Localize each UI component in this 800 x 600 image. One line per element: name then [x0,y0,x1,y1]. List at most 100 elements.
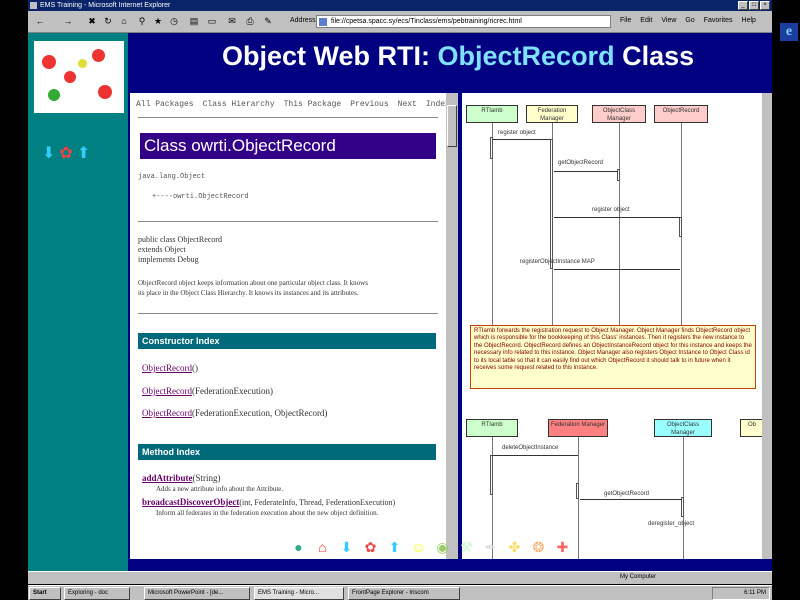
down-arrow-icon[interactable]: ⬇ [340,539,353,555]
menu-edit[interactable]: Edit [640,17,653,24]
down-arrow-icon[interactable]: ⬇ [42,145,56,162]
search-icon[interactable]: ⚲ [138,16,146,26]
forward-icon[interactable]: → [63,16,73,26]
menu-help[interactable]: Help [741,17,756,24]
medical-icon[interactable]: ✚ [556,539,569,555]
close-icon[interactable]: × [760,1,770,10]
ie-logo-icon: e [780,23,798,41]
color-wheel-icon[interactable]: ✿ [59,145,73,162]
method-link[interactable]: broadcastDiscoverObject [142,497,240,507]
maximize-icon[interactable]: □ [749,1,759,10]
rti-diagram-logo [34,41,124,113]
lifeline [619,123,620,325]
method-index-header: Method Index [138,444,436,460]
window-title-bar[interactable]: EMS Training - Microsoft Internet Explor… [28,0,772,11]
smiley-icon[interactable]: ☺ [411,539,426,555]
diagram-note: RTIamb forwards the registration request… [470,325,756,389]
menu-view[interactable]: View [661,17,677,24]
lifeline [492,437,493,559]
activation-bar [679,217,682,237]
activation-bar [490,137,493,159]
taskbar-clock: 6:11 PM [712,587,770,600]
fullscreen-icon[interactable]: ▭ [207,16,217,26]
tools-icon[interactable]: ⚒ [460,539,473,555]
menu-favorites[interactable]: Favorites [703,17,733,24]
message-arrow [492,455,578,456]
class-title: Class owrti.ObjectRecord [140,133,436,159]
status-bar: My Computer [28,571,772,584]
activation-bar [617,169,620,181]
nav-previous[interactable]: Previous [350,100,389,109]
refresh-icon[interactable]: ↻ [104,16,112,26]
history-icon[interactable]: ◷ [170,16,178,26]
diagram-object-federation-manager-2: Federation Manager [548,419,608,437]
task-exploring[interactable]: Exploring - doc [64,587,130,600]
class-declaration: public class ObjectRecord [138,235,222,244]
task-ems-training[interactable]: EMS Training - Micro... [254,587,344,600]
inherit-parent: java.lang.Object [138,173,206,181]
diagram-scrollbar[interactable] [762,93,772,559]
nav-next[interactable]: Next [397,100,417,109]
channels-icon[interactable]: ▤ [189,16,199,26]
stop-icon[interactable]: ✖ [88,16,96,26]
javadoc-scrollbar[interactable] [446,93,458,559]
constructor-args: (FederationExecution) [191,386,273,396]
feather-icon[interactable]: ✒ [484,539,497,555]
scrollbar-thumb[interactable] [447,105,457,147]
constructor-link[interactable]: ObjectRecord [142,408,192,418]
method-args: (int, FederateInfo, Thread, FederationEx… [239,498,396,507]
page-title-prefix: Object Web RTI: [222,41,438,71]
diagram-object-rtiamb: RTIamb [466,105,518,123]
color-wheel-icon[interactable]: ✿ [364,539,377,555]
left-panel: ⬇ ✿ ⬆ [28,33,128,571]
diagram-object-federation-manager: Federation Manager [526,105,578,123]
bottom-icon-bar: ● ⌂ ⬇ ✿ ⬆ ☺ ◉ ⚒ ✒ ✤ ❂ ✚ [28,531,772,571]
page-content: ⬇ ✿ ⬆ Object Web RTI: ObjectRecord Class… [28,33,772,571]
divider [138,313,438,314]
print-icon[interactable]: ⎙ [246,16,254,26]
message-label: deregister_object [648,521,695,527]
start-button[interactable]: Start [29,587,61,600]
up-arrow-icon[interactable]: ⬆ [76,145,91,162]
minimize-icon[interactable]: _ [738,1,748,10]
task-powerpoint[interactable]: Microsoft PowerPoint - [de... [144,587,250,600]
home-nav-icon[interactable]: ⌂ [121,16,127,26]
constructor-item: ObjectRecord(FederationExecution, Object… [142,408,327,418]
bee-icon[interactable]: ✤ [508,539,521,555]
favorites-icon[interactable]: ★ [153,16,163,26]
nav-all-packages[interactable]: All Packages [136,100,194,109]
browser-toolbar: ← → ✖ ↻ ⌂ ⚲ ★ ◷ ▤ ▭ ✉ ⎙ ✎ Address file:/… [28,11,798,41]
window-title: EMS Training - Microsoft Internet Explor… [40,2,171,9]
nav-this-package[interactable]: This Package [283,100,342,109]
back-icon[interactable]: ← [35,16,45,26]
home-icon[interactable]: ⌂ [318,539,327,555]
address-label: Address [290,17,316,24]
edit-icon[interactable]: ✎ [264,16,272,26]
eye-icon[interactable]: ◉ [436,539,449,555]
method-item: addAttribute(String) [142,473,221,483]
diagram-object-objectclass-manager: ObjectClass Manager [592,105,646,123]
constructor-item: ObjectRecord(FederationExecution) [142,386,273,396]
page-title: Object Web RTI: ObjectRecord Class [222,41,694,72]
method-description: Inform all federates in the federation e… [156,509,379,517]
wheel-icon[interactable]: ❂ [532,539,545,555]
diagram-object-objectclass-manager-2: ObjectClass Manager [654,419,712,437]
message-label: deleteObjectInstance [502,445,559,451]
method-link[interactable]: addAttribute [142,473,193,483]
mail-icon[interactable]: ✉ [228,16,236,26]
constructor-link[interactable]: ObjectRecord [142,363,192,373]
menu-file[interactable]: File [620,17,632,24]
up-arrow-icon[interactable]: ⬆ [388,539,401,555]
message-arrow [580,499,682,500]
bottom-nav-icons: ● ⌂ ⬇ ✿ ⬆ ☺ ◉ ⚒ ✒ ✤ ❂ ✚ [290,539,571,556]
constructor-link[interactable]: ObjectRecord [142,386,192,396]
nav-class-hierarchy[interactable]: Class Hierarchy [202,100,275,109]
task-frontpage[interactable]: FrontPage Explorer - Iriscom [348,587,460,600]
page-title-suffix: Class [614,41,695,71]
globe-icon[interactable]: ● [294,539,303,555]
menu-go[interactable]: Go [685,17,695,24]
method-item: broadcastDiscoverObject(int, FederateInf… [142,497,395,507]
address-input[interactable]: file://cpetsa.spacc.sy/ecs/Tinclass/ems/… [316,15,611,28]
nav-index[interactable]: Index [425,100,446,109]
message-label: getObjectRecord [558,160,604,166]
